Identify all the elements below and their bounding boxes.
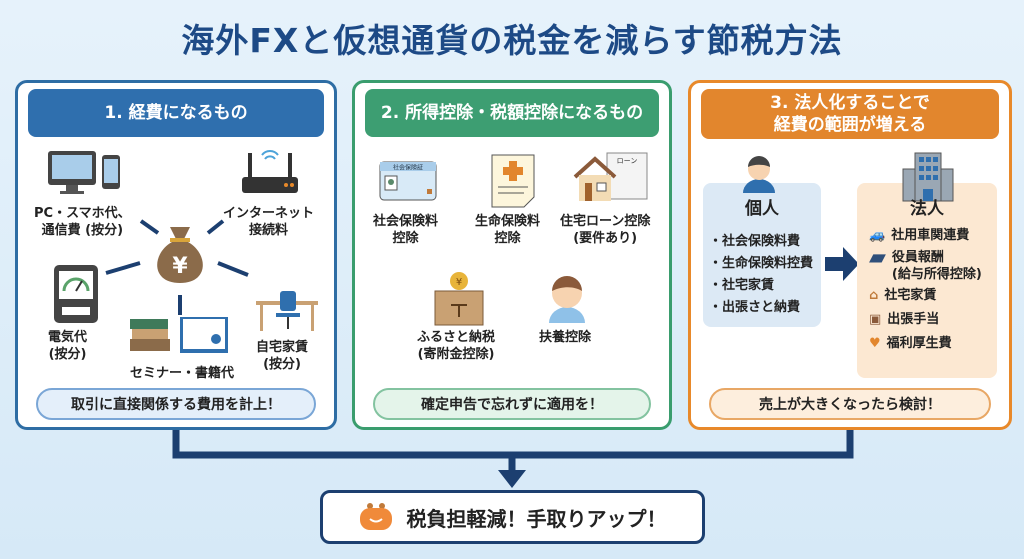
house-loan-icon: ローン <box>573 152 648 201</box>
panel-header: 1. 経費になるもの <box>28 89 324 137</box>
panel-incorporation: 3. 法人化することで経費の範囲が増える 個人 ・社会保険料費 ・生命保険料控費… <box>688 80 1012 430</box>
label-internet: インターネット接続料 <box>223 206 315 238</box>
label-home-rent: 自宅家賃(按分) <box>256 340 309 372</box>
donation-box-icon: ¥ <box>434 272 484 326</box>
list-item: ・生命保険料控費 <box>709 256 814 271</box>
individual-title: 個人 <box>745 199 779 219</box>
arrow-right-icon <box>825 247 859 281</box>
label-social-insurance: 社会保険料控除 <box>373 214 439 246</box>
list-item: 🚙社用車関連費 <box>869 225 982 247</box>
money-bag-icon: ¥ <box>157 227 203 283</box>
suitcase-icon: ▣ <box>869 312 882 327</box>
result-box: 税負担軽減！手取りアップ！ <box>320 490 705 544</box>
list-item: ▣出張手当 <box>869 309 982 331</box>
label-pc-phone: PC・スマホ代、通信費 (按分) <box>34 206 131 238</box>
callout-bubble: 取引に直接関係する費用を計上！ <box>36 388 316 420</box>
svg-text:ローン: ローン <box>617 157 638 165</box>
list-item: ♥福利厚生費 <box>869 333 982 355</box>
corporation-list: 🚙社用車関連費 ▰役員報酬(給与所得控除) ⌂社宅家賃 ▣出張手当 ♥福利厚生費 <box>869 225 982 355</box>
list-item: ⌂社宅家賃 <box>869 285 982 307</box>
callout-bubble: 確定申告で忘れずに適用を！ <box>373 388 651 420</box>
list-item: ・出張さと納費 <box>709 300 801 315</box>
list-item: ▰役員報酬(給与所得控除) <box>869 245 982 283</box>
computer-phone-icon <box>48 151 120 194</box>
label-seminar-books: セミナー・書籍代 <box>130 366 235 381</box>
label-dependent: 扶養控除 <box>539 330 592 345</box>
page-title: 海外FXと仮想通貨の税金を減らす節税方法 <box>181 21 843 60</box>
building-icon <box>902 152 954 202</box>
callout-bubble: 売上が大きくなったら検討！ <box>709 388 991 420</box>
panel-header: 2. 所得控除・税額控除になるもの <box>365 89 659 137</box>
label-electricity: 電気代(按分) <box>48 330 88 362</box>
panel-header: 3. 法人化することで経費の範囲が増える <box>701 89 999 139</box>
car-icon: 🚙 <box>869 228 886 243</box>
heart-hands-icon: ♥ <box>869 336 881 351</box>
svg-text:¥: ¥ <box>172 254 188 279</box>
individual-box <box>703 183 821 327</box>
desk-chair-icon <box>256 291 318 331</box>
child-icon <box>549 276 585 323</box>
electric-meter-icon <box>54 265 98 323</box>
arrow-down-icon <box>498 470 526 488</box>
person-icon <box>743 156 775 193</box>
router-icon <box>242 150 298 193</box>
individual-list: ・社会保険料費 ・生命保険料控費 ・社宅家賃 ・出張さと納費 <box>709 231 813 319</box>
svg-text:社会保険証: 社会保険証 <box>393 164 423 172</box>
books-icon <box>130 317 228 353</box>
result-text: 税負担軽減！手取りアップ！ <box>406 506 667 531</box>
suit-icon: ▰ <box>869 245 886 270</box>
label-life-insurance: 生命保険料控除 <box>475 214 541 246</box>
list-item: ・社宅家賃 <box>709 278 775 293</box>
arrows-to-bag <box>105 219 249 315</box>
insurance-document-icon <box>491 154 535 208</box>
house-icon: ⌂ <box>869 288 879 303</box>
label-housing-loan: 住宅ローン控除(要件あり) <box>560 214 651 246</box>
wallet-icon <box>359 503 392 530</box>
corporation-box <box>857 183 997 378</box>
insurance-card-icon: 社会保険証 <box>379 161 437 201</box>
corporation-title: 法人 <box>910 199 944 219</box>
label-furusato: ふるさと納税(寄附金控除) <box>417 330 496 362</box>
panel-expenses: 1. 経費になるもの PC・スマホ代、通信費 (按分) インターネット接続料 ¥… <box>15 80 337 430</box>
svg-text:¥: ¥ <box>456 277 462 288</box>
panel-deductions: 2. 所得控除・税額控除になるもの 社会保険証 ローン 社会保険料控除 生命保険… <box>352 80 672 430</box>
list-item: ・社会保険料費 <box>709 234 801 249</box>
